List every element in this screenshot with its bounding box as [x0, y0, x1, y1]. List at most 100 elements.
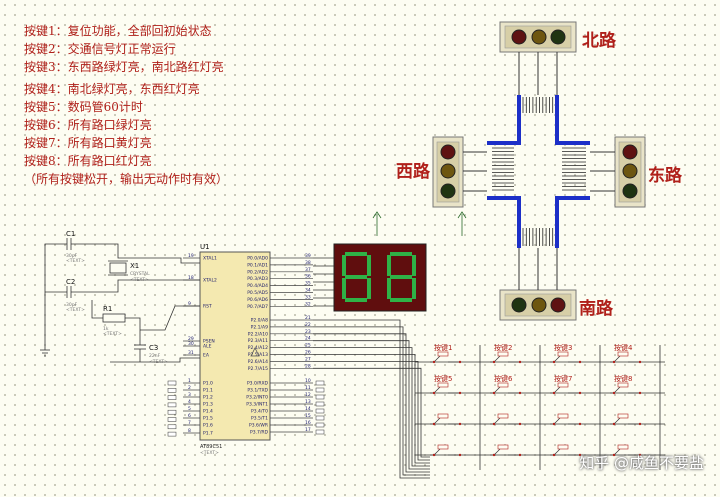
mcu-pin-number: 22 — [305, 322, 311, 328]
p3-probes — [315, 380, 325, 435]
mcu-part: AT89C51 — [200, 444, 222, 450]
mcu-pin-number: 1 — [188, 378, 191, 384]
key-label: 按键2 — [494, 343, 512, 352]
watermark: 知乎 @咸鱼不要盐 — [579, 454, 704, 472]
r1-text: <TEXT> — [103, 331, 122, 337]
oscillator-reset-circuit — [40, 238, 200, 363]
key-switch[interactable] — [497, 351, 509, 357]
mcu-pin-number: 15 — [305, 413, 311, 419]
mcu-pin-name: P3.5/T1 — [251, 416, 268, 422]
key-switch[interactable] — [437, 351, 449, 357]
east-label: 东路 — [648, 166, 682, 186]
c2-text: <TEXT> — [66, 307, 85, 313]
r1-ref: R1 — [103, 305, 112, 313]
mcu-pin-number: 8 — [188, 428, 191, 434]
mcu-pin-number: 33 — [305, 294, 311, 300]
mcu-pin-number: 37 — [305, 267, 311, 273]
mcu-pin-number: 23 — [305, 329, 311, 335]
key-switch[interactable] — [557, 382, 569, 388]
key-switch[interactable] — [557, 413, 569, 419]
key-switch[interactable] — [617, 351, 629, 357]
c3-text: <TEXT> — [149, 359, 168, 365]
mcu-pin-number: 34 — [305, 288, 311, 294]
mcu-ref: U1 — [200, 243, 210, 251]
c2-ref: C2 — [66, 278, 75, 286]
mcu-pin-number: 32 — [305, 301, 311, 307]
key-switch-contact — [610, 386, 621, 394]
mcu-pin-number: 16 — [305, 420, 311, 426]
mcu-pin-number: 3 — [188, 392, 191, 398]
probe-marker — [167, 395, 177, 400]
west-traffic-light — [432, 136, 487, 208]
mcu-pin-number: 18 — [188, 275, 194, 281]
key-label: 按键7 — [554, 374, 572, 383]
key-label: 按键8 — [614, 374, 632, 383]
mcu-pin-name: P1.4 — [203, 409, 213, 415]
mcu-pin-name: EA — [203, 353, 210, 359]
key-switch[interactable] — [437, 413, 449, 419]
c1-ref: C1 — [66, 230, 75, 238]
mcu-pin-name: XTAL2 — [203, 278, 217, 284]
mcu-pin-number: 6 — [188, 413, 191, 419]
key-switch[interactable] — [437, 382, 449, 388]
mcu-pin-number: 26 — [305, 350, 311, 356]
mcu-pin-number: 13 — [305, 399, 311, 405]
mcu-pin-number: 14 — [305, 406, 311, 412]
probe-marker — [167, 409, 177, 415]
mcu-pin-name: P3.3/INT1 — [246, 402, 268, 408]
probe-marker — [167, 380, 177, 386]
c2-value: 30pF — [66, 302, 78, 308]
key-switch[interactable] — [437, 444, 449, 450]
mcu-pin-number: 9 — [188, 301, 191, 307]
mcu-pin-name: P3.1/TXD — [247, 388, 268, 394]
c1-text: <TEXT> — [66, 258, 85, 264]
note-line: 按键5：数码管60计时 — [24, 100, 143, 114]
key-switch[interactable] — [557, 351, 569, 357]
probe-marker — [167, 417, 177, 422]
north-traffic-light — [499, 21, 577, 95]
probe-marker — [315, 380, 325, 386]
key-label: 按键6 — [494, 374, 513, 383]
mcu-pin-name: P1.5 — [203, 416, 213, 422]
mcu-pin-name: P0.6/AD6 — [247, 297, 268, 303]
key-switch[interactable] — [617, 413, 629, 419]
mcu-pin-number: 21 — [305, 315, 311, 321]
probe-marker — [167, 402, 177, 408]
mcu-pin-number: 38 — [305, 260, 311, 266]
key-label: 按键4 — [614, 343, 633, 352]
mcu-pin-name: P2.5/A13 — [248, 352, 268, 358]
note-line: 按键8：所有路口红灯亮 — [24, 154, 152, 168]
mcu-pin-name: P2.7/A15 — [248, 366, 268, 372]
key-switch-contact — [430, 355, 441, 363]
mcu-pin-number: 7 — [188, 420, 191, 426]
key-switch[interactable] — [497, 444, 509, 450]
key-label: 按键3 — [554, 343, 572, 352]
mcu-pin-name: P1.2 — [203, 395, 213, 401]
p1-probes — [167, 380, 177, 437]
key-switch-contact — [550, 417, 561, 425]
key-switch-contact — [430, 417, 441, 425]
mcu-pin-number: 39 — [305, 253, 311, 259]
key-label: 按键1 — [434, 343, 452, 352]
mcu-pin-name: P0.3/AD3 — [247, 276, 268, 282]
key-switch[interactable] — [497, 382, 509, 388]
north-label: 北路 — [582, 31, 616, 51]
mcu-pin-name: P2.0/A8 — [251, 318, 268, 324]
probe-marker — [315, 394, 325, 400]
c3-value: 22nF — [149, 353, 161, 359]
mcu-pin-name: P0.1/AD1 — [247, 262, 268, 268]
mcu-pin-name: P0.4/AD4 — [247, 283, 268, 289]
mcu-pin-name: P1.7 — [203, 431, 213, 437]
mcu-pin-name: P2.2/A10 — [248, 331, 268, 337]
key-switch[interactable] — [497, 413, 509, 419]
seven-segment-display — [313, 243, 427, 312]
key-switch[interactable] — [617, 444, 629, 450]
mcu-pin-name: P3.4/T0 — [251, 409, 268, 415]
mcu-pin-name: XTAL1 — [203, 256, 217, 262]
mcu-pin-number: 25 — [305, 343, 311, 349]
key-switch[interactable] — [557, 444, 569, 450]
key-switch[interactable] — [617, 382, 629, 388]
key-switch-contact — [430, 386, 441, 394]
